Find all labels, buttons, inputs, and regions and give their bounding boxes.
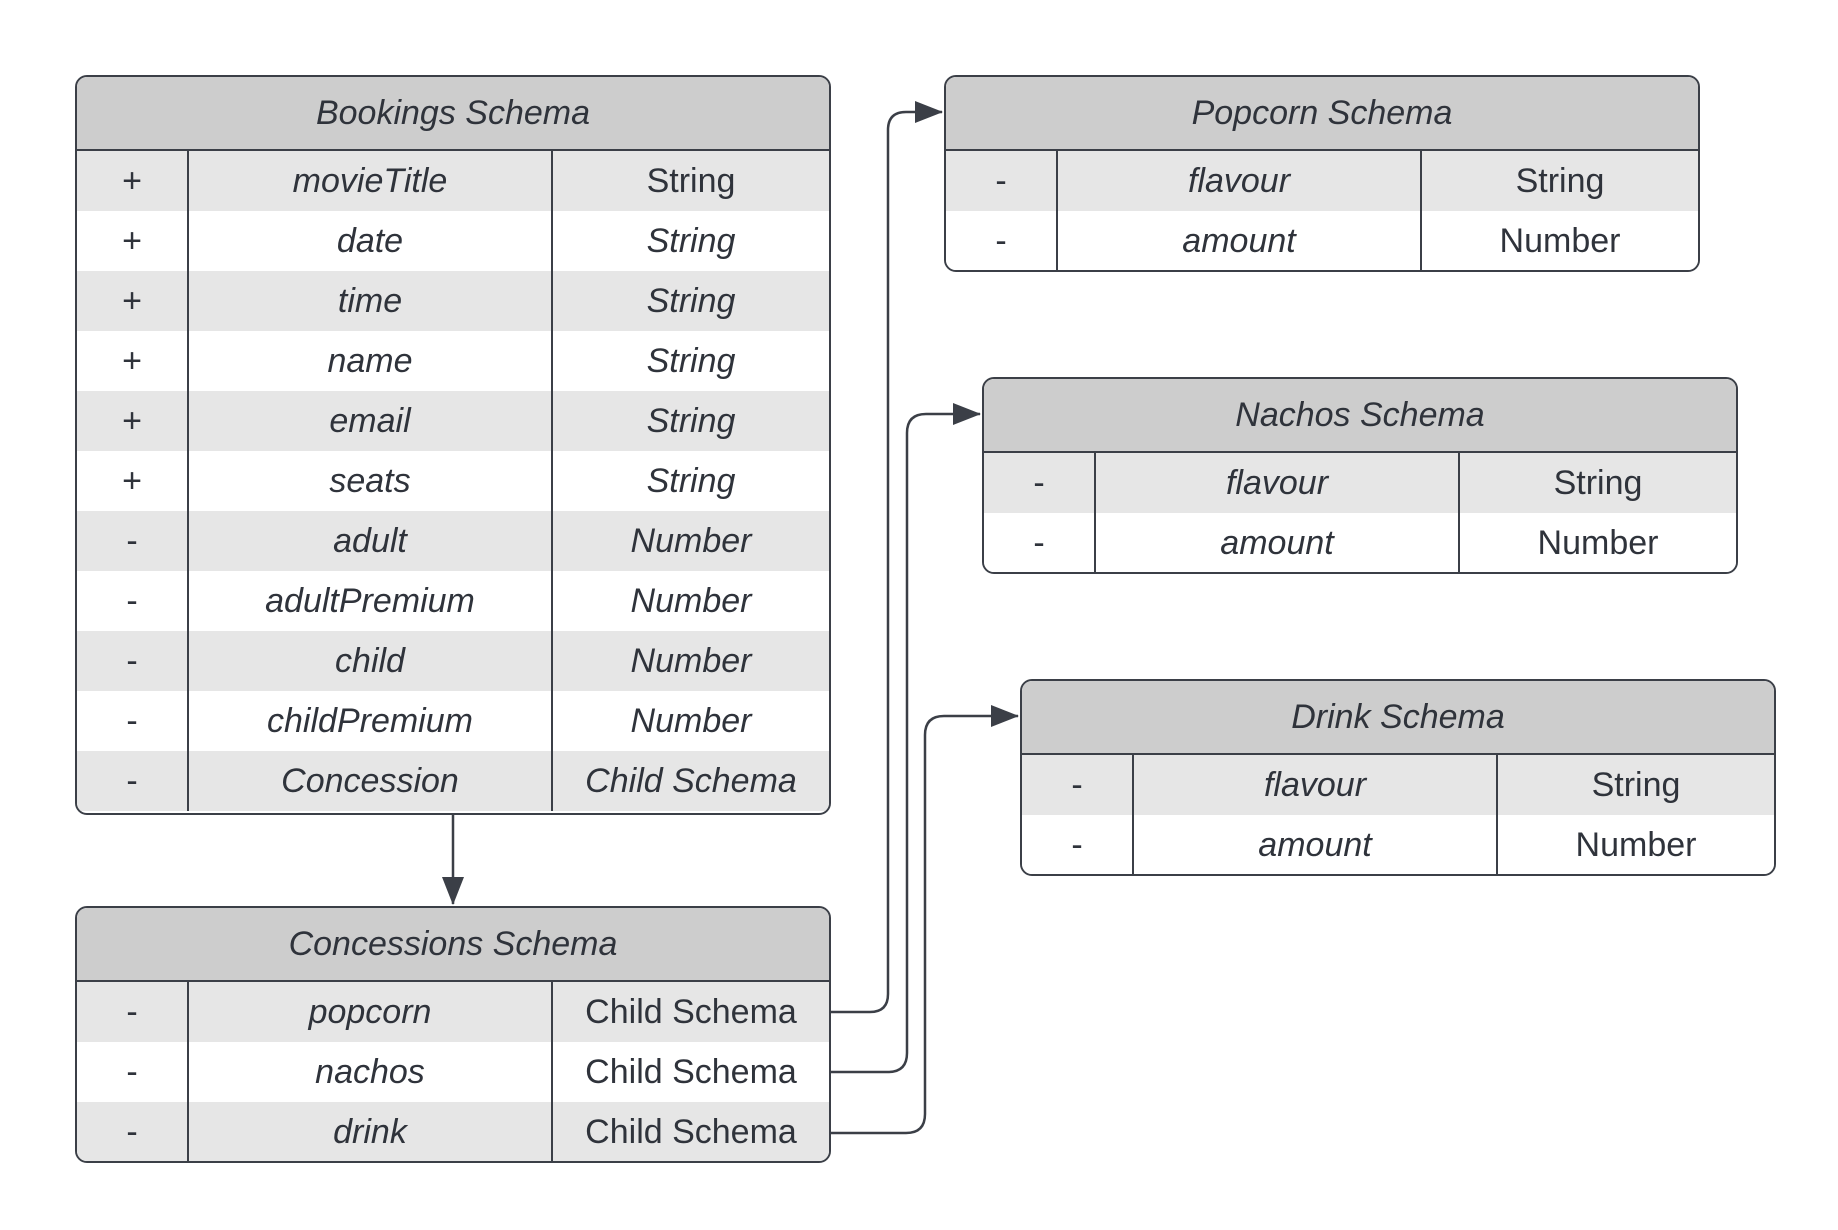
field-visibility: - bbox=[946, 151, 1058, 211]
drink-schema-title: Drink Schema bbox=[1022, 681, 1774, 755]
field-name: flavour bbox=[1058, 151, 1422, 211]
bookings-field-row: -childPremium Number bbox=[77, 691, 829, 751]
field-type: String bbox=[646, 281, 736, 320]
field-type: Number bbox=[1499, 221, 1621, 260]
field-visibility: - bbox=[946, 211, 1058, 270]
field-visibility: - bbox=[77, 1102, 189, 1161]
concessions-field-row: -drink Child Schema bbox=[77, 1102, 829, 1161]
field-visibility: - bbox=[984, 453, 1096, 513]
field-name: Concession bbox=[189, 751, 553, 811]
field-visibility: - bbox=[77, 691, 189, 751]
bookings-field-row: -adult Number bbox=[77, 511, 829, 571]
field-visibility: + bbox=[77, 451, 189, 511]
bookings-field-row: +seats String bbox=[77, 451, 829, 511]
bookings-field-row: -child Number bbox=[77, 631, 829, 691]
field-type: Number bbox=[630, 701, 752, 740]
nachos-schema-title: Nachos Schema bbox=[984, 379, 1736, 453]
connector-nachos-to-nachos-schema bbox=[831, 403, 981, 1074]
field-type: Number bbox=[1575, 825, 1697, 864]
bookings-field-row: +movieTitle String bbox=[77, 151, 829, 211]
field-visibility: - bbox=[1022, 755, 1134, 815]
field-name: name bbox=[189, 331, 553, 391]
field-type: Number bbox=[630, 521, 752, 560]
field-visibility: - bbox=[984, 513, 1096, 572]
popcorn-field-row: -amount Number bbox=[946, 211, 1698, 270]
field-name: adultPremium bbox=[189, 571, 553, 631]
field-visibility: + bbox=[77, 151, 189, 211]
field-type: String bbox=[646, 401, 736, 440]
popcorn-field-row: -flavour String bbox=[946, 151, 1698, 211]
field-name: popcorn bbox=[189, 982, 553, 1042]
field-type: String bbox=[1553, 463, 1643, 502]
field-name: adult bbox=[189, 511, 553, 571]
field-visibility: - bbox=[1022, 815, 1134, 874]
concessions-schema-title: Concessions Schema bbox=[77, 908, 829, 982]
field-visibility: + bbox=[77, 211, 189, 271]
field-visibility: - bbox=[77, 982, 189, 1042]
field-visibility: + bbox=[77, 271, 189, 331]
popcorn-schema-title: Popcorn Schema bbox=[946, 77, 1698, 151]
field-type: Child Schema bbox=[585, 1052, 797, 1091]
nachos-schema-table: Nachos Schema -flavour String -amount Numbe… bbox=[982, 377, 1738, 574]
field-name: amount bbox=[1058, 211, 1422, 270]
field-type: String bbox=[646, 341, 736, 380]
drink-schema-rows: -flavour String -amount Number bbox=[1022, 755, 1774, 874]
concessions-field-row: -popcorn Child Schema bbox=[77, 982, 829, 1042]
nachos-field-row: -amount Number bbox=[984, 513, 1736, 572]
field-type: String bbox=[646, 461, 736, 500]
field-visibility: - bbox=[77, 511, 189, 571]
connector-popcorn-to-popcorn-schema bbox=[831, 101, 943, 1014]
field-name: drink bbox=[189, 1102, 553, 1161]
field-type: Child Schema bbox=[585, 1112, 797, 1151]
drink-schema-table: Drink Schema -flavour String -amount Number bbox=[1020, 679, 1776, 876]
field-name: email bbox=[189, 391, 553, 451]
field-type: String bbox=[646, 221, 736, 260]
bookings-field-row: -adultPremium Number bbox=[77, 571, 829, 631]
field-visibility: - bbox=[77, 631, 189, 691]
field-type: String bbox=[1591, 765, 1681, 804]
concessions-field-row: -nachos Child Schema bbox=[77, 1042, 829, 1102]
field-visibility: - bbox=[77, 1042, 189, 1102]
field-visibility: + bbox=[77, 331, 189, 391]
field-name: nachos bbox=[189, 1042, 553, 1102]
bookings-field-row: +date String bbox=[77, 211, 829, 271]
field-name: child bbox=[189, 631, 553, 691]
field-type: Child Schema bbox=[585, 992, 797, 1031]
field-visibility: - bbox=[77, 571, 189, 631]
bookings-field-row: +time String bbox=[77, 271, 829, 331]
popcorn-schema-rows: -flavour String -amount Number bbox=[946, 151, 1698, 270]
field-name: amount bbox=[1134, 815, 1498, 874]
field-type: String bbox=[646, 161, 736, 200]
drink-field-row: -flavour String bbox=[1022, 755, 1774, 815]
field-name: time bbox=[189, 271, 553, 331]
bookings-field-row: -Concession Child Schema bbox=[77, 751, 829, 811]
field-name: amount bbox=[1096, 513, 1460, 572]
bookings-schema-title: Bookings Schema bbox=[77, 77, 829, 151]
field-name: childPremium bbox=[189, 691, 553, 751]
field-type: Number bbox=[630, 581, 752, 620]
field-type: Number bbox=[1537, 523, 1659, 562]
field-type: String bbox=[1515, 161, 1605, 200]
field-type: Child Schema bbox=[585, 761, 797, 800]
popcorn-schema-table: Popcorn Schema -flavour String -amount Numb… bbox=[944, 75, 1700, 272]
field-name: date bbox=[189, 211, 553, 271]
field-name: seats bbox=[189, 451, 553, 511]
bookings-field-row: +name String bbox=[77, 331, 829, 391]
field-name: flavour bbox=[1134, 755, 1498, 815]
field-name: flavour bbox=[1096, 453, 1460, 513]
field-type: Number bbox=[630, 641, 752, 680]
field-visibility: - bbox=[77, 751, 189, 811]
nachos-field-row: -flavour String bbox=[984, 453, 1736, 513]
field-visibility: + bbox=[77, 391, 189, 451]
connector-drink-to-drink-schema bbox=[831, 705, 1019, 1135]
nachos-schema-rows: -flavour String -amount Number bbox=[984, 453, 1736, 572]
drink-field-row: -amount Number bbox=[1022, 815, 1774, 874]
field-name: movieTitle bbox=[189, 151, 553, 211]
bookings-field-row: +email String bbox=[77, 391, 829, 451]
